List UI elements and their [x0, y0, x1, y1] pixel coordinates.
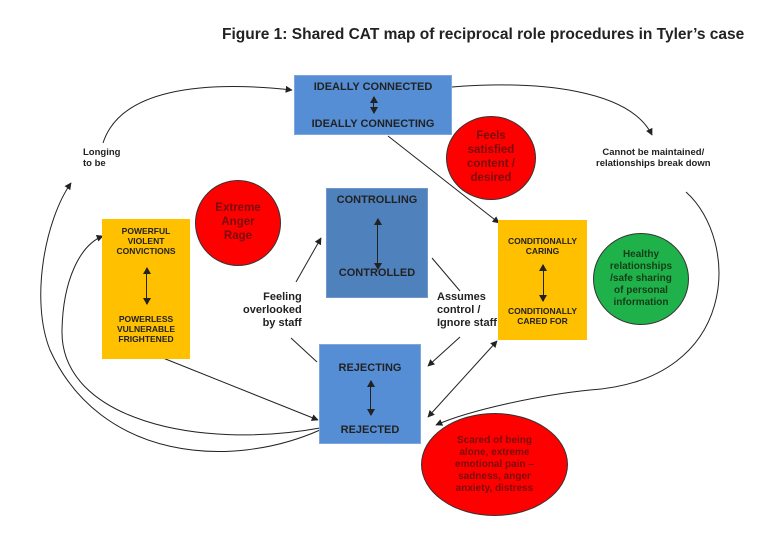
- text-line: Healthy: [622, 249, 660, 260]
- arrow-rejected-to-longing: [40, 182, 321, 452]
- figure-title: Figure 1: Shared CAT map of reciprocal r…: [222, 26, 745, 43]
- text-line: Feeling: [263, 291, 302, 303]
- text-line: VULNERABLE: [116, 323, 176, 334]
- box-powerful-powerless: POWERFUL VIOLENT CONVICTIONS POWERLESS V…: [102, 219, 190, 359]
- arrow-rejected-conditional: [427, 340, 498, 418]
- text-line: Scared of being: [456, 434, 532, 446]
- text-line: control /: [437, 304, 481, 317]
- label-conditionally-cared-for: CONDITIONALLY CARED FOR: [498, 306, 587, 327]
- text-line: Anger: [221, 216, 255, 229]
- label-controlling: CONTROLLING: [336, 194, 418, 206]
- double-arrow-icon: [366, 380, 375, 416]
- text-line: content /: [467, 158, 515, 170]
- text-line: CARING: [525, 245, 560, 256]
- box-conditionally-caring: CONDITIONALLY CARING CONDITIONALLY CARED…: [498, 220, 587, 340]
- label-rejected: REJECTED: [340, 424, 400, 436]
- text-line: Assumes: [437, 291, 486, 303]
- note-cannot-be-maintained: Cannot be maintained/ relationships brea…: [596, 147, 711, 170]
- arrow-overlooked-to-controlling: [295, 237, 322, 283]
- ellipse-text: Feels satisfied content / desired: [467, 130, 515, 185]
- double-arrow-icon: [142, 267, 151, 305]
- note-assumes-control: Assumes control / Ignore staff: [437, 291, 497, 331]
- text-line: anxiety, distress: [455, 482, 534, 494]
- arrow-assumes-to-rejecting: [427, 336, 461, 367]
- text-line: emotional pain –: [455, 458, 534, 470]
- text-line: of personal: [614, 285, 668, 296]
- text-line: Rage: [223, 229, 253, 242]
- text-line: Extreme: [215, 202, 261, 215]
- label-conditionally-caring: CONDITIONALLY CARING: [498, 236, 587, 257]
- label-rejecting: REJECTING: [338, 362, 402, 374]
- text-line: Cannot be maintained/: [602, 147, 705, 158]
- box-rejecting: REJECTING REJECTED: [319, 344, 421, 444]
- text-line: CONDITIONALLY: [507, 306, 578, 316]
- text-line: information: [613, 297, 669, 308]
- text-line: POWERLESS: [118, 314, 174, 324]
- text-line: POWERFUL: [121, 226, 171, 236]
- ellipse-feels-satisfied: Feels satisfied content / desired: [446, 116, 536, 200]
- text-line: relationships break down: [596, 158, 711, 170]
- text-line: desired: [470, 171, 512, 184]
- text-line: sadness, anger: [458, 470, 531, 482]
- text-line: FRIGHTENED: [118, 333, 174, 344]
- text-line: CARED FOR: [517, 315, 568, 326]
- text-line: /safe sharing: [610, 273, 672, 284]
- line-overlooked-to-rejecting: [290, 337, 318, 363]
- double-arrow-icon: [369, 96, 378, 114]
- text-line: satisfied: [467, 144, 515, 157]
- text-line: relationships: [609, 261, 673, 272]
- arrow-rejected-to-powerful: [61, 235, 321, 436]
- text-line: overlooked: [243, 304, 302, 317]
- label-powerful: POWERFUL VIOLENT CONVICTIONS: [102, 226, 190, 256]
- ellipse-extreme-anger: Extreme Anger Rage: [195, 180, 281, 266]
- text-line: CONVICTIONS: [116, 245, 176, 256]
- ellipse-healthy-relationships: Healthy relationships /safe sharing of p…: [593, 233, 689, 325]
- text-line: VIOLENT: [127, 235, 165, 246]
- note-feeling-overlooked: Feeling overlooked by staff: [243, 291, 302, 331]
- label-controlled: CONTROLLED: [338, 267, 416, 279]
- ellipse-text: Healthy relationships /safe sharing of p…: [610, 249, 672, 309]
- label-ideally-connected: IDEALLY CONNECTED: [313, 81, 433, 93]
- text-line: Longing: [83, 147, 121, 158]
- arrow-powerless-to-rejected: [162, 357, 319, 421]
- double-arrow-icon: [373, 218, 382, 270]
- note-longing-to-be: Longing to be: [83, 147, 120, 170]
- double-arrow-icon: [539, 264, 547, 302]
- arrow-ideal-to-cannot: [451, 84, 653, 136]
- arrow-longing-to-ideal: [102, 85, 293, 144]
- label-ideally-connecting: IDEALLY CONNECTING: [311, 118, 435, 130]
- ellipse-text: Scared of being alone, extreme emotional…: [455, 435, 534, 495]
- box-controlling: CONTROLLING CONTROLLED: [326, 188, 428, 298]
- text-line: by staff: [262, 317, 302, 330]
- ellipse-text: Extreme Anger Rage: [215, 202, 260, 243]
- ellipse-scared-of-being-alone: Scared of being alone, extreme emotional…: [421, 413, 568, 516]
- arrow-ideal-to-conditional: [387, 135, 500, 224]
- label-powerless: POWERLESS VULNERABLE FRIGHTENED: [102, 314, 190, 344]
- text-line: alone, extreme: [459, 446, 530, 458]
- text-line: Ignore staff: [437, 317, 497, 330]
- text-line: Feels: [476, 130, 506, 143]
- line-controlled-to-assumes: [431, 257, 461, 292]
- box-ideally-connected: IDEALLY CONNECTED IDEALLY CONNECTING: [294, 75, 452, 135]
- text-line: CONDITIONALLY: [507, 236, 578, 246]
- text-line: to be: [83, 158, 106, 170]
